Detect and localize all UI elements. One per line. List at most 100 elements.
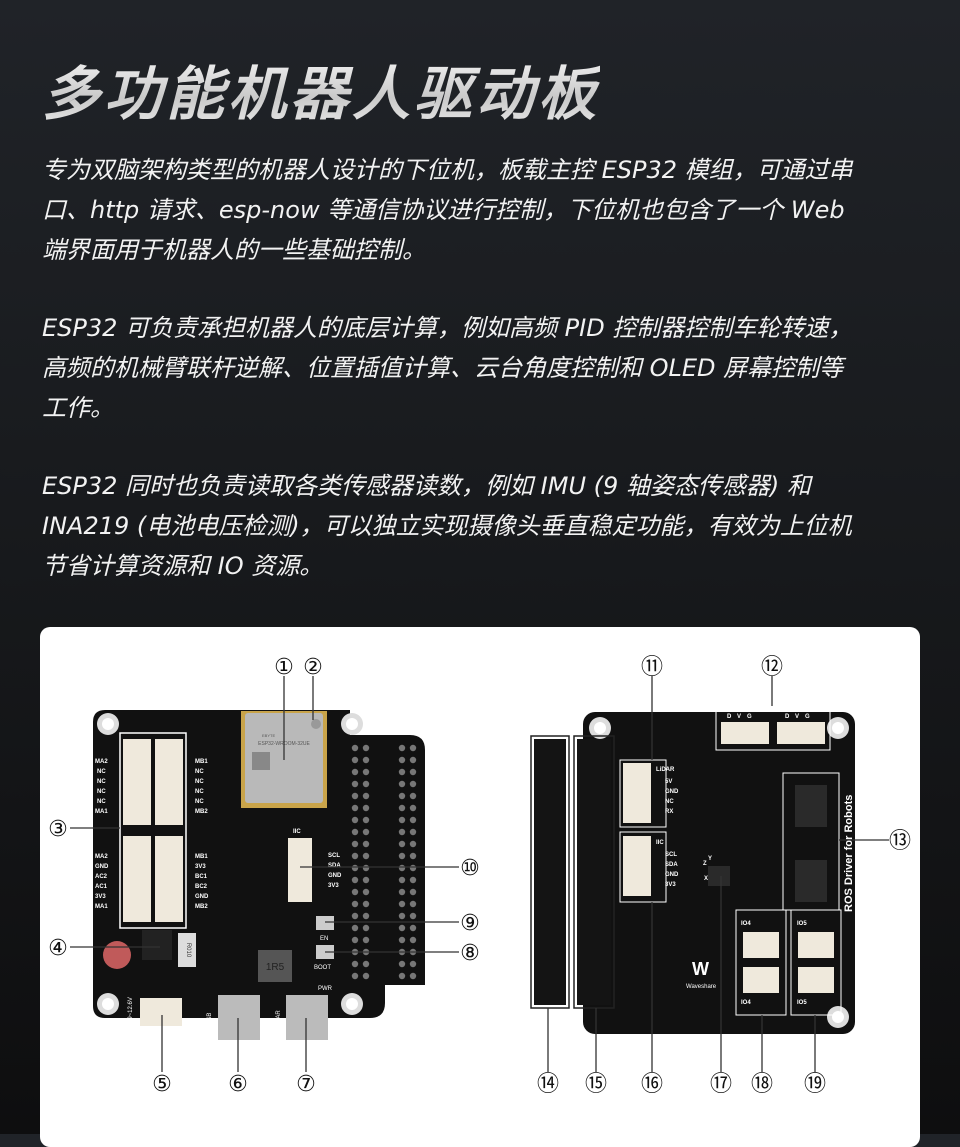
waveshare-logo: W xyxy=(692,959,709,979)
text-line: ESP32 同时也负责读取各类传感器读数，例如 IMU (9 轴姿态传感器) 和 xyxy=(42,472,811,500)
antenna-connector xyxy=(311,719,321,729)
callout-3: ③ xyxy=(48,816,68,841)
header-pin xyxy=(351,780,359,788)
callout-19: ⑲ xyxy=(804,1071,826,1096)
imu-chip xyxy=(708,866,730,886)
header-pin xyxy=(398,864,406,872)
header-pin xyxy=(362,840,370,848)
callout-10: ⑩ xyxy=(460,855,480,880)
header-pin xyxy=(409,876,417,884)
header-pin xyxy=(362,756,370,764)
iic-connector xyxy=(288,838,312,902)
callout-17: ⑰ xyxy=(710,1071,732,1096)
en-button xyxy=(316,916,334,930)
header-pin xyxy=(351,876,359,884)
text-line: 节省计算资源和 IO 资源。 xyxy=(42,552,324,580)
svg-text:NC: NC xyxy=(665,799,674,805)
header-pin xyxy=(351,744,359,752)
header-pin xyxy=(362,912,370,920)
svg-text:MA1: MA1 xyxy=(95,904,108,910)
header-pin xyxy=(409,888,417,896)
servo-connector-2 xyxy=(777,722,825,744)
callout-13: ⑬ xyxy=(889,828,911,853)
header-pin xyxy=(398,840,406,848)
inductor-label: 1R5 xyxy=(266,962,285,973)
header-pin xyxy=(362,780,370,788)
header-pin xyxy=(398,804,406,812)
gpio-header xyxy=(351,744,417,980)
text-line: 工作。 xyxy=(42,394,114,422)
svg-text:D: D xyxy=(727,714,732,720)
header-pin xyxy=(362,852,370,860)
io-connectors xyxy=(743,932,834,993)
header-pin xyxy=(362,900,370,908)
sensor-paragraph: ESP32 同时也负责读取各类传感器读数，例如 IMU (9 轴姿态传感器) 和… xyxy=(42,466,942,586)
header-pin xyxy=(362,768,370,776)
header-pin xyxy=(398,756,406,764)
header-pin xyxy=(362,828,370,836)
back-iic-connector xyxy=(623,836,651,896)
svg-text:MB1: MB1 xyxy=(195,759,208,765)
inductor xyxy=(258,950,292,982)
svg-text:SDA: SDA xyxy=(328,863,341,869)
shunt-resistor xyxy=(178,933,196,967)
header-pin xyxy=(351,864,359,872)
header-pin xyxy=(409,792,417,800)
header-pin xyxy=(351,924,359,932)
header-pin xyxy=(362,816,370,824)
en-label: EN xyxy=(320,936,328,942)
header-pin xyxy=(409,780,417,788)
header-pin xyxy=(398,900,406,908)
svg-text:V: V xyxy=(795,714,799,720)
svg-text:MB1: MB1 xyxy=(195,854,208,860)
header-pin xyxy=(351,828,359,836)
svg-text:NC: NC xyxy=(195,789,204,795)
header-pin xyxy=(351,900,359,908)
header-pin xyxy=(409,804,417,812)
header-pin xyxy=(398,792,406,800)
header-pin xyxy=(398,816,406,824)
motor-driver-chip-2 xyxy=(795,860,827,902)
header-pin xyxy=(398,936,406,944)
header-pin xyxy=(409,972,417,980)
callout-4: ④ xyxy=(48,935,68,960)
boot-label: BOOT xyxy=(314,965,331,971)
svg-text:D: D xyxy=(785,714,790,720)
header-pin xyxy=(362,744,370,752)
servo-connector-1 xyxy=(721,722,769,744)
header-pin xyxy=(362,792,370,800)
ina219-chip xyxy=(142,930,172,960)
text-line: 高频的机械臂联杆逆解、位置插值计算、云台角度控制和 OLED 屏幕控制等 xyxy=(42,354,844,382)
svg-text:3V3: 3V3 xyxy=(195,864,206,870)
shunt-label: R010 xyxy=(185,943,191,958)
svg-text:MA2: MA2 xyxy=(95,854,108,860)
svg-text:NC: NC xyxy=(97,799,106,805)
svg-text:NC: NC xyxy=(97,779,106,785)
svg-text:Z: Z xyxy=(703,861,707,867)
header-pin xyxy=(409,912,417,920)
header-pin xyxy=(409,768,417,776)
header-pin xyxy=(409,816,417,824)
computation-paragraph: ESP32 可负责承担机器人的底层计算，例如高频 PID 控制器控制车轮转速， … xyxy=(42,308,942,428)
text-line: ESP32 可负责承担机器人的底层计算，例如高频 PID 控制器控制车轮转速， xyxy=(42,314,853,342)
dc-label: DC 9~12.6V xyxy=(128,997,134,1030)
svg-text:3V3: 3V3 xyxy=(665,882,676,888)
header-pin xyxy=(362,972,370,980)
callout-7: ⑦ xyxy=(296,1071,316,1096)
header-pin xyxy=(409,900,417,908)
header-pin xyxy=(398,924,406,932)
header-pin xyxy=(351,792,359,800)
header-pin xyxy=(409,936,417,944)
header-pin xyxy=(398,828,406,836)
callout-16: ⑯ xyxy=(641,1071,663,1096)
callout-numbers: ① ② ③ ④ ⑤ ⑥ ⑦ ⑧ ⑨ ⑩ ⑪ ⑫ ⑬ ⑭ ⑮ ⑯ ⑰ ⑱ ⑲ xyxy=(48,654,911,1096)
svg-text:NC: NC xyxy=(195,779,204,785)
svg-text:IO4: IO4 xyxy=(741,921,751,927)
svg-text:NC: NC xyxy=(97,769,106,775)
header-pin xyxy=(398,744,406,752)
header-pin xyxy=(409,924,417,932)
